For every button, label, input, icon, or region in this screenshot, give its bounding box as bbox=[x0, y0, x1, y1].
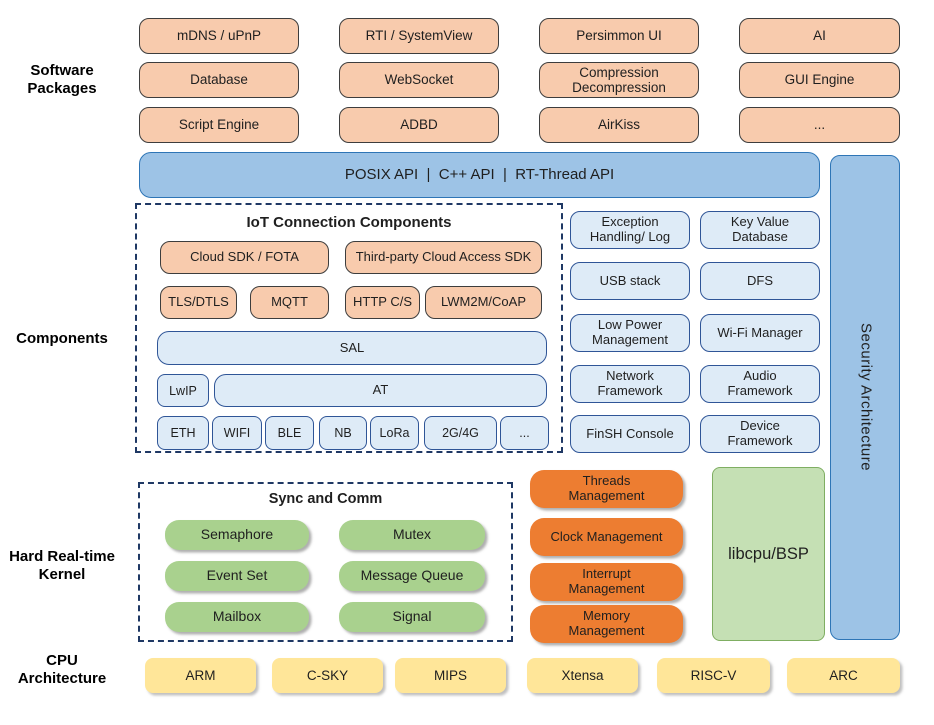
iot-box-http-cs: HTTP C/S bbox=[345, 286, 420, 319]
sync-and-comm-group: Sync and Comm Semaphore Mutex Event Set … bbox=[138, 482, 513, 642]
kernel-box-threads-management: Threads Management bbox=[530, 470, 683, 508]
component-box-wifi-manager: Wi-Fi Manager bbox=[700, 314, 820, 352]
iot-group-title: IoT Connection Components bbox=[246, 214, 452, 231]
package-box-ai: AI bbox=[739, 18, 900, 54]
component-box-exception-handling-log: Exception Handling/ Log bbox=[570, 211, 690, 249]
cpu-box-arm: ARM bbox=[145, 658, 256, 693]
component-box-audio-framework: Audio Framework bbox=[700, 365, 820, 403]
kernel-box-memory-management: Memory Management bbox=[530, 605, 683, 643]
iot-box-cloud-sdk-fota: Cloud SDK / FOTA bbox=[160, 241, 329, 274]
cpu-box-mips: MIPS bbox=[395, 658, 506, 693]
kernel-box-mutex: Mutex bbox=[339, 520, 485, 550]
cpu-box-c-sky: C-SKY bbox=[272, 658, 383, 693]
label-hard-real-time-kernel: Hard Real-time Kernel bbox=[9, 548, 115, 583]
package-box-rti-systemview: RTI / SystemView bbox=[339, 18, 499, 54]
iot-box-at: AT bbox=[214, 374, 547, 407]
iot-box-lora: LoRa bbox=[370, 416, 419, 450]
kernel-box-message-queue: Message Queue bbox=[339, 561, 485, 591]
iot-box-lwm2m-coap: LWM2M/CoAP bbox=[425, 286, 542, 319]
package-box-compression-decompression: Compression Decompression bbox=[539, 62, 699, 98]
package-box-websocket: WebSocket bbox=[339, 62, 499, 98]
component-box-low-power-management: Low Power Management bbox=[570, 314, 690, 352]
kernel-box-clock-management: Clock Management bbox=[530, 518, 683, 556]
kernel-box-semaphore: Semaphore bbox=[165, 520, 309, 550]
component-box-finsh-console: FinSH Console bbox=[570, 415, 690, 453]
component-box-dfs: DFS bbox=[700, 262, 820, 300]
component-box-device-framework: Device Framework bbox=[700, 415, 820, 453]
package-box-database: Database bbox=[139, 62, 299, 98]
label-cpu-architecture: CPU Architecture bbox=[17, 652, 107, 687]
cpu-box-arc: ARC bbox=[787, 658, 900, 693]
sync-group-title: Sync and Comm bbox=[268, 491, 383, 507]
kernel-box-mailbox: Mailbox bbox=[165, 602, 309, 632]
cpu-box-risc-v: RISC-V bbox=[657, 658, 770, 693]
iot-connection-components-group: IoT Connection Components Cloud SDK / FO… bbox=[135, 203, 563, 453]
package-box-ellipsis: ... bbox=[739, 107, 900, 143]
component-box-network-framework: Network Framework bbox=[570, 365, 690, 403]
package-box-gui-engine: GUI Engine bbox=[739, 62, 900, 98]
kernel-box-interrupt-management: Interrupt Management bbox=[530, 563, 683, 601]
iot-box-third-party-cloud-sdk: Third-party Cloud Access SDK bbox=[345, 241, 542, 274]
label-software-packages: Software Packages bbox=[27, 62, 97, 97]
iot-box-tls-dtls: TLS/DTLS bbox=[160, 286, 237, 319]
package-box-adbd: ADBD bbox=[339, 107, 499, 143]
iot-box-2g4g: 2G/4G bbox=[424, 416, 497, 450]
package-box-persimmon-ui: Persimmon UI bbox=[539, 18, 699, 54]
security-architecture-bar: Security Architecture bbox=[830, 155, 900, 640]
package-box-airkiss: AirKiss bbox=[539, 107, 699, 143]
component-box-usb-stack: USB stack bbox=[570, 262, 690, 300]
iot-box-nb: NB bbox=[319, 416, 367, 450]
label-components: Components bbox=[16, 330, 108, 347]
package-box-mdns-upnp: mDNS / uPnP bbox=[139, 18, 299, 54]
cpu-box-xtensa: Xtensa bbox=[527, 658, 638, 693]
iot-box-wifi: WIFI bbox=[212, 416, 262, 450]
iot-box-ellipsis: ... bbox=[500, 416, 549, 450]
api-bar: POSIX API | C++ API | RT-Thread API bbox=[139, 152, 820, 198]
kernel-box-signal: Signal bbox=[339, 602, 485, 632]
iot-box-sal: SAL bbox=[157, 331, 547, 365]
component-box-key-value-database: Key Value Database bbox=[700, 211, 820, 249]
libcpu-bsp-box: libcpu/BSP bbox=[712, 467, 825, 641]
iot-box-mqtt: MQTT bbox=[250, 286, 329, 319]
kernel-box-event-set: Event Set bbox=[165, 561, 309, 591]
iot-box-lwip: LwIP bbox=[157, 374, 209, 407]
package-box-script-engine: Script Engine bbox=[139, 107, 299, 143]
iot-box-ble: BLE bbox=[265, 416, 314, 450]
iot-box-eth: ETH bbox=[157, 416, 209, 450]
